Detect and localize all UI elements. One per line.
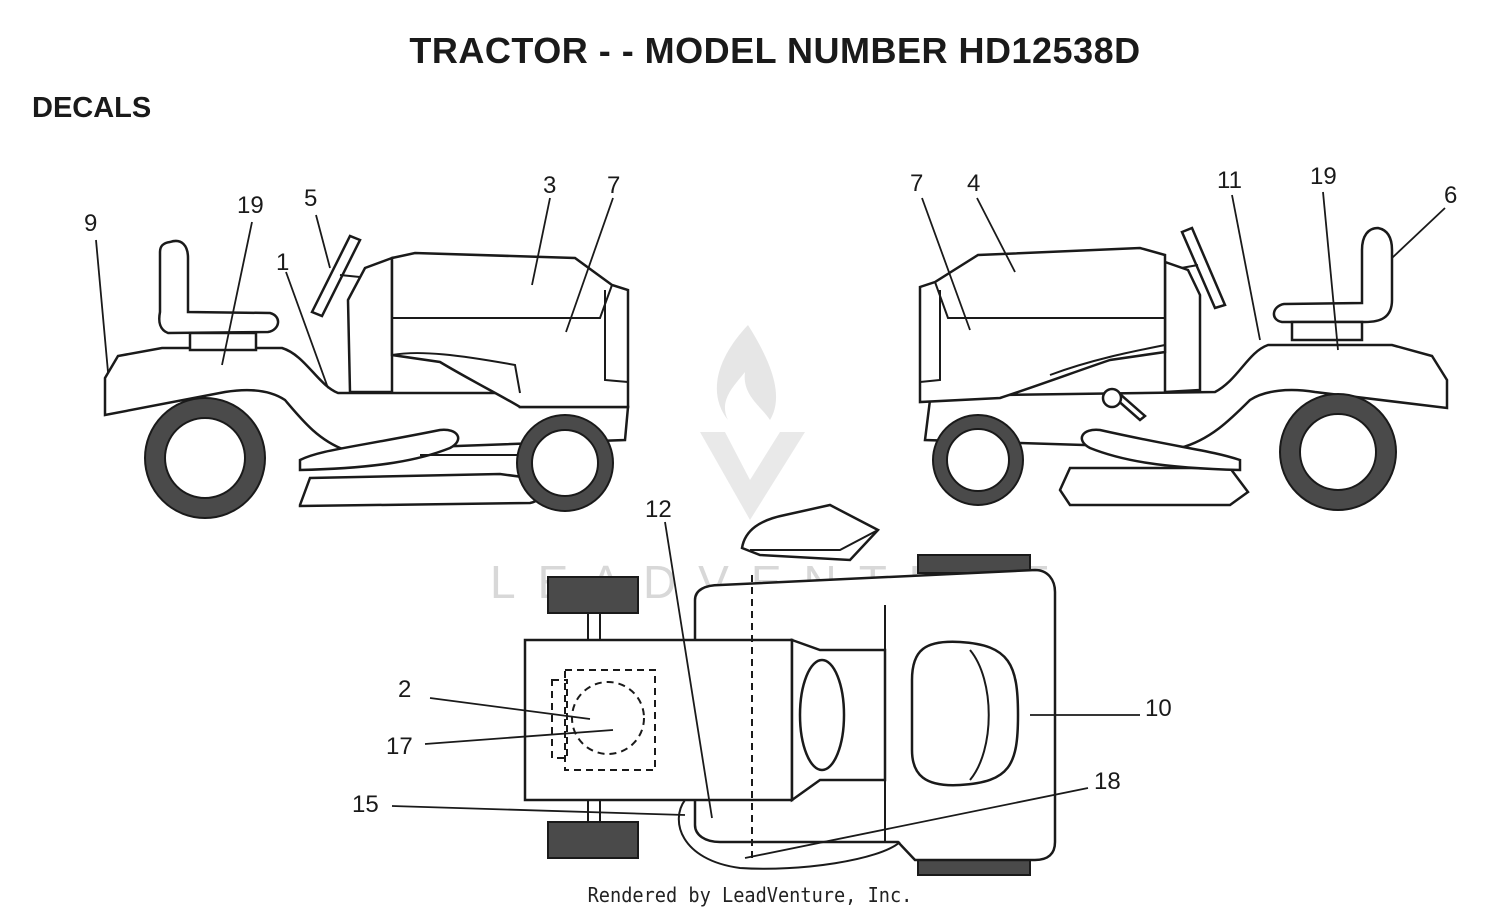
seat-right bbox=[1272, 226, 1394, 324]
side-frame bbox=[103, 346, 630, 452]
callout-7: 7 bbox=[607, 172, 620, 199]
console bbox=[346, 256, 394, 394]
hood-right bbox=[918, 246, 1167, 404]
front-tire-bottom bbox=[547, 821, 639, 859]
callout-11: 11 bbox=[1217, 167, 1242, 194]
steering-wheel bbox=[310, 234, 362, 318]
leader-lines bbox=[95, 191, 1446, 859]
left-side-view bbox=[103, 234, 630, 519]
right-side-view bbox=[918, 226, 1449, 511]
flame-logo-icon bbox=[716, 325, 777, 420]
mower-deck-right bbox=[1058, 466, 1250, 507]
steering-wheel-right bbox=[1180, 226, 1227, 310]
callout-5: 5 bbox=[304, 185, 317, 212]
section-heading: DECALS bbox=[32, 92, 152, 124]
page-title: TRACTOR - - MODEL NUMBER HD12538D bbox=[409, 30, 1141, 71]
mower-deck bbox=[298, 472, 544, 508]
console-right bbox=[1163, 260, 1202, 394]
callout-19: 19 bbox=[237, 192, 264, 219]
callouts: 9 19 5 1 3 7 7 4 11 19 6 12 2 17 15 10 1… bbox=[84, 163, 1457, 818]
callout-9: 9 bbox=[84, 210, 97, 237]
callout-4: 4 bbox=[967, 170, 980, 197]
steering-top bbox=[798, 658, 846, 772]
footrest bbox=[298, 428, 460, 472]
callout-12: 12 bbox=[645, 496, 672, 523]
hood bbox=[390, 251, 630, 409]
callout-18: 18 bbox=[1094, 768, 1121, 795]
footrest-right bbox=[1080, 428, 1242, 472]
footer-credit: Rendered by LeadVenture, Inc. bbox=[587, 883, 913, 907]
front-tire-top bbox=[547, 576, 639, 614]
callout-15: 15 bbox=[352, 791, 379, 818]
engine-outline bbox=[571, 681, 645, 755]
top-view bbox=[523, 503, 1057, 876]
seat-outline-top bbox=[910, 640, 1020, 787]
v-logo-icon bbox=[700, 432, 805, 520]
callout-3: 3 bbox=[543, 172, 556, 199]
callout-6: 6 bbox=[1444, 182, 1457, 209]
seat-top bbox=[740, 503, 881, 562]
callout-10: 10 bbox=[1145, 695, 1172, 722]
callout-17: 17 bbox=[386, 733, 413, 760]
callout-19-right: 19 bbox=[1310, 163, 1337, 190]
side-frame-right bbox=[923, 343, 1449, 450]
callout-2: 2 bbox=[398, 676, 411, 703]
seat bbox=[158, 239, 280, 335]
callout-1: 1 bbox=[276, 249, 289, 276]
callout-7-right: 7 bbox=[910, 170, 923, 197]
